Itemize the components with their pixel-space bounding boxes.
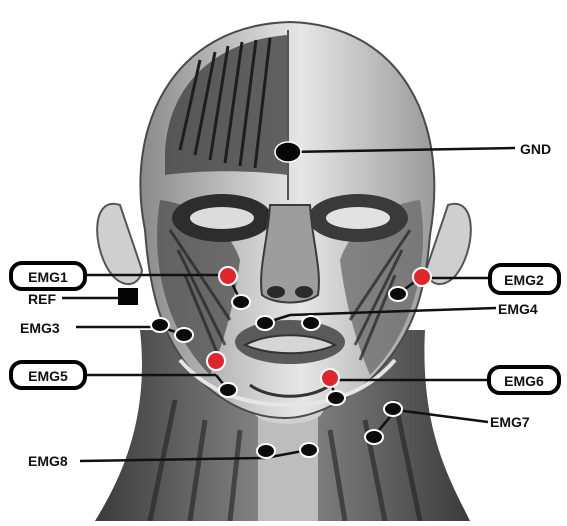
emg6-label: EMG6 [504, 373, 544, 389]
left-eye [190, 207, 254, 229]
emg2-label: EMG2 [504, 272, 544, 288]
emg3-label: EMG3 [20, 320, 60, 336]
emg8-electrode-b [300, 443, 318, 457]
gnd-label: GND [520, 141, 551, 157]
emg1-electrode-active [219, 267, 237, 285]
left-ear [97, 204, 142, 284]
emg8-electrode-a [257, 444, 275, 458]
emg4-label: EMG4 [498, 301, 538, 317]
emg4-electrode-a [256, 316, 274, 330]
gnd-electrode [275, 142, 301, 162]
emg3-electrode-b [175, 328, 193, 342]
nostril-left [267, 286, 285, 298]
emg8-label: EMG8 [28, 453, 68, 469]
ref-label: REF [28, 291, 56, 307]
nostril-right [295, 286, 313, 298]
ref-electrode [118, 288, 138, 305]
emg4-electrode-b [302, 316, 320, 330]
emg5-electrode-passive [219, 383, 237, 397]
emg3-electrode-a [151, 318, 169, 332]
emg2-electrode-passive [389, 287, 407, 301]
emg2-electrode-active [413, 268, 431, 286]
emg5-electrode-active [207, 352, 225, 370]
emg1-electrode-passive [232, 295, 250, 309]
emg7-electrode-b [365, 430, 383, 444]
emg7-label: EMG7 [490, 414, 530, 430]
right-eye [326, 207, 390, 229]
emg6-electrode-passive [327, 391, 345, 405]
emg1-label: EMG1 [28, 269, 68, 285]
emg6-electrode-active [321, 369, 339, 387]
emg7-electrode-a [384, 402, 402, 416]
emg5-label: EMG5 [28, 368, 68, 384]
